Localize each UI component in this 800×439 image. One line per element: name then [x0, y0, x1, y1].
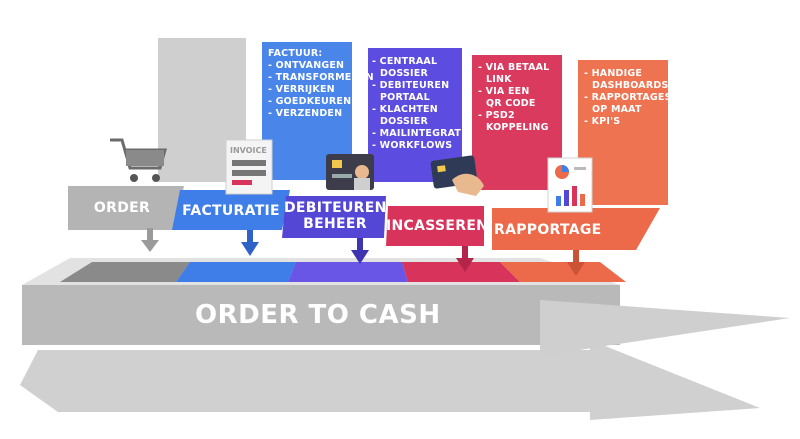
bullet-item: - VERRIJKEN	[268, 84, 335, 95]
order-to-cash-title: ORDER TO CASH	[195, 300, 441, 330]
step-label-line2: BEHEER	[303, 216, 367, 232]
banner-facturatie	[262, 42, 352, 180]
step-box-facturatie	[172, 190, 290, 230]
bullet-item: QR CODE	[486, 98, 536, 109]
bullet-item: - VIA EEN	[478, 86, 530, 97]
incasseren-bullets: - VIA BETAAL LINK - VIA EEN QR CODE - PS…	[478, 62, 549, 134]
id-card-icon	[326, 154, 374, 190]
slab-order	[60, 262, 190, 282]
bullet-item: PORTAAL	[380, 92, 430, 103]
base-front	[22, 285, 620, 345]
bullet-item: - KLACHTEN	[372, 104, 438, 115]
bullet-item: DOSSIER	[380, 116, 428, 127]
step-label-order: ORDER	[93, 200, 151, 216]
banner-order	[158, 38, 246, 182]
bullet-item: - PSD2	[478, 110, 515, 121]
bullet-item: OP MAAT	[592, 104, 642, 115]
facturatie-bullets: FACTUUR: - ONTVANGEN - TRANSFORMEREN - V…	[268, 48, 374, 120]
bullet-item: - MAILINTEGRATIE	[372, 128, 472, 139]
shopping-cart-icon	[110, 138, 167, 182]
debiteurenbeheer-bullets: - CENTRAAL DOSSIER - DEBITEUREN PORTAAL …	[372, 56, 472, 152]
slab-facturatie	[176, 262, 296, 282]
slab-incasseren	[402, 262, 520, 282]
banner-debiteurenbeheer	[368, 48, 462, 182]
step-label-debiteurenbeheer: DEBITEUREN BEHEER	[284, 200, 386, 232]
down-arrow-order	[141, 228, 159, 252]
banner-incasseren	[472, 55, 562, 190]
bullet-item: - GOEDKEUREN	[268, 96, 352, 107]
bullet-item: - WORKFLOWS	[372, 140, 453, 151]
bullet-item: LINK	[486, 74, 512, 85]
facturatie-heading: FACTUUR:	[268, 48, 323, 59]
invoice-icon-text: INVOICE	[230, 146, 267, 155]
banner-rapportage	[578, 60, 668, 205]
down-arrow-debiteurenbeheer	[351, 238, 369, 264]
bullet-item: - TRANSFORMEREN	[268, 72, 374, 83]
step-box-rapportage	[492, 208, 660, 250]
step-label-incasseren: INCASSEREN	[386, 218, 489, 234]
bullet-item: - VERZENDEN	[268, 108, 343, 119]
step-label-rapportage: RAPPORTAGE	[494, 222, 602, 238]
bullet-item: - CENTRAAL	[372, 56, 438, 67]
credit-card-hand-icon	[430, 155, 484, 196]
bullet-item: DOSSIER	[380, 68, 428, 79]
step-box-order	[68, 186, 184, 230]
bullet-item: - VIA BETAAL	[478, 62, 550, 73]
bullet-item: - ONTVANGEN	[268, 60, 345, 71]
down-arrow-incasseren	[456, 246, 474, 272]
step-label-facturatie: FACTURATIE	[182, 203, 280, 219]
base-arrow-head	[540, 300, 790, 356]
bullet-item: - HANDIGE	[584, 68, 643, 79]
rapportage-bullets: - HANDIGE DASHBOARDS - RAPPORTAGES OP MA…	[584, 68, 672, 128]
step-box-debiteurenbeheer	[282, 196, 386, 238]
bullet-item: DASHBOARDS	[592, 80, 669, 91]
slab-rapportage	[500, 262, 626, 282]
bullet-item: - KPI'S	[584, 116, 621, 127]
step-label-line1: DEBITEUREN	[284, 200, 387, 216]
down-arrow-rapportage	[567, 250, 585, 276]
bullet-item: - DEBITEUREN	[372, 80, 450, 91]
bullet-item: - RAPPORTAGES	[584, 92, 672, 103]
slab-debiteurenbeheer	[288, 262, 408, 282]
shadow-arrow	[20, 340, 760, 420]
down-arrow-facturatie	[241, 230, 259, 256]
step-box-incasseren	[386, 206, 484, 246]
bullet-item: KOPPELING	[486, 122, 549, 133]
report-chart-icon	[547, 157, 593, 213]
invoice-icon: INVOICE	[225, 139, 273, 195]
